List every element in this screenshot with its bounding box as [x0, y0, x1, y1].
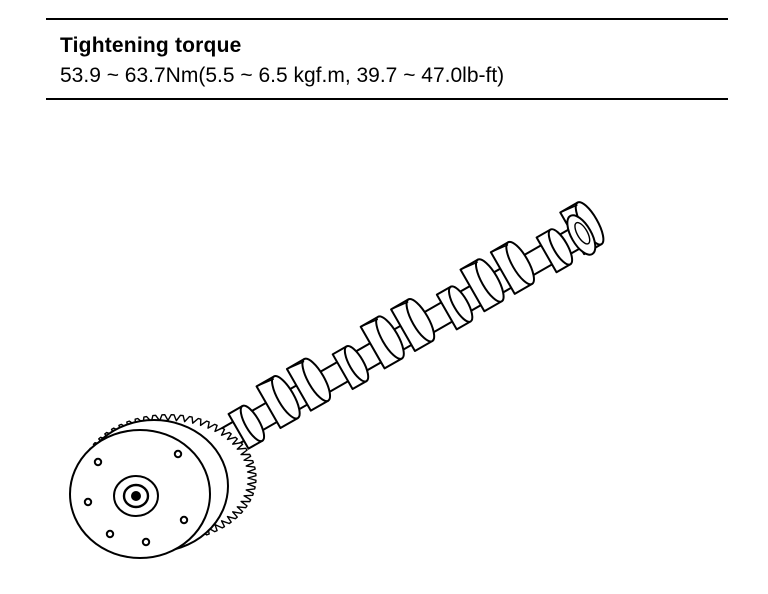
center-bolt	[131, 491, 141, 501]
cam-lobe-edge-1	[255, 378, 274, 388]
spec-title: Tightening torque	[60, 34, 242, 57]
camshaft-illustration	[0, 110, 768, 594]
bolt-hole-0	[93, 457, 103, 467]
cam-lobe-face-4	[375, 315, 405, 360]
cam-lobe-edge-8	[490, 244, 509, 253]
cam-lobe-face-7	[474, 258, 505, 303]
cam-lobe-edge-2	[286, 361, 305, 370]
cam-lobe-face-8	[505, 240, 535, 286]
cam-lobe-edge-5	[390, 301, 409, 311]
tightening-torque-spec: Tightening torque 53.9 ~ 63.7Nm(5.5 ~ 6.…	[46, 18, 728, 100]
timing-sprocket	[69, 413, 257, 559]
journal-face-0	[239, 404, 266, 443]
bolt-hole-5	[141, 537, 151, 547]
journal-face-3	[343, 345, 370, 383]
cam-lobe-face-5	[405, 298, 436, 343]
bolt-hole-2	[179, 515, 189, 525]
camshaft-drawing	[69, 201, 605, 559]
bolt-hole-1	[173, 449, 183, 459]
bolt-hole-3	[105, 529, 115, 539]
spec-value: 53.9 ~ 63.7Nm(5.5 ~ 6.5 kgf.m, 39.7 ~ 47…	[60, 64, 505, 87]
shaft-rear-bore	[574, 221, 591, 245]
cam-lobe-face-2	[301, 357, 332, 403]
bolt-hole-4	[83, 497, 93, 507]
cam-lobe-edge-10	[559, 204, 578, 214]
journal-face-9	[547, 228, 574, 266]
journal-face-6	[448, 285, 474, 323]
cam-lobe-face-1	[271, 375, 301, 420]
camshaft-body	[212, 201, 605, 453]
cam-lobe-edge-7	[459, 261, 478, 271]
cam-lobe-edge-4	[360, 318, 379, 328]
